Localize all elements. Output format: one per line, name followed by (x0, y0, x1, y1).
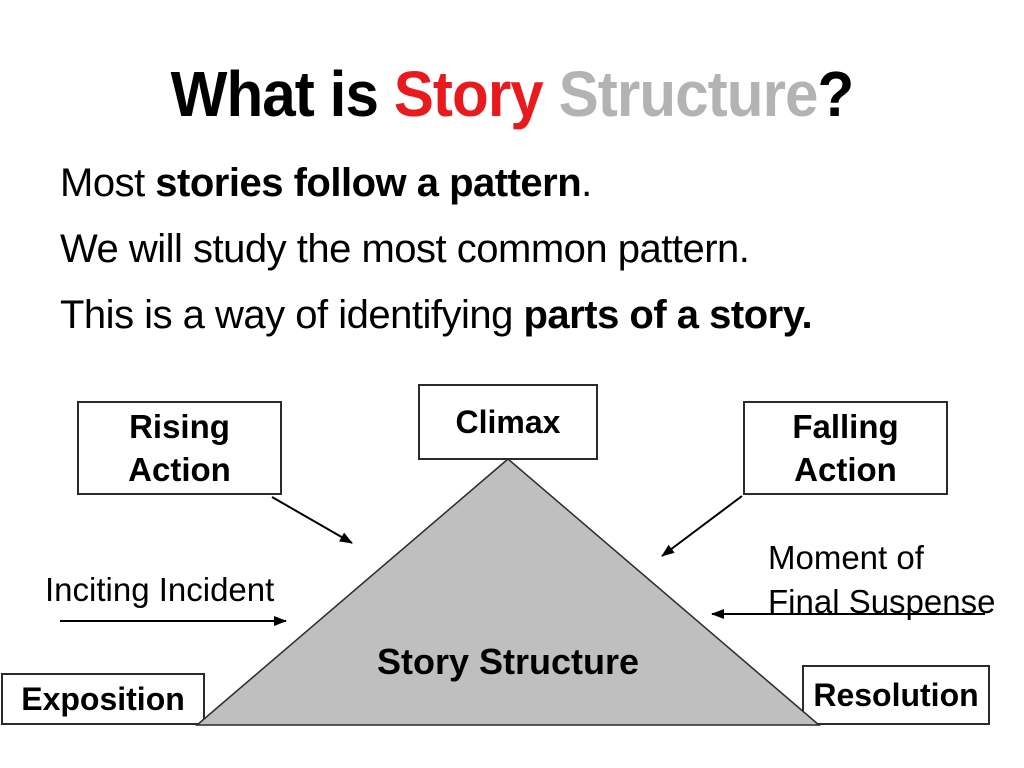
falling-action-label: Falling Action (792, 408, 899, 488)
page-title: What is Story Structure? (31, 52, 994, 136)
inciting-incident-label: Inciting Incident (45, 571, 275, 608)
story-structure-label: Story Structure (376, 641, 640, 682)
title-gray-part: Structure (542, 58, 819, 130)
exposition-label: Exposition (21, 680, 185, 717)
moment-of-final-suspense-label: Moment of Final Suspense (768, 539, 996, 620)
intro-line-1-bold: stories follow a pattern (155, 161, 582, 205)
rising-action-arrow (271, 496, 353, 544)
title-black-part: What is (170, 58, 394, 130)
rising-action-label: Rising Action (128, 408, 231, 488)
resolution-label: Resolution (813, 676, 979, 713)
title-red-part: Story (393, 58, 544, 130)
intro-text: Most stories follow a pattern. We will s… (60, 150, 990, 348)
intro-line-1: Most stories follow a pattern. (60, 150, 990, 216)
intro-line-3-lead: This is a way of identifying (60, 293, 524, 337)
climax-label: Climax (455, 403, 561, 440)
climax-box (418, 384, 598, 460)
falling-action-arrow (661, 495, 743, 557)
intro-line-2: We will study the most common pattern. (60, 216, 990, 282)
intro-line-1-lead: Most (60, 161, 156, 205)
intro-line-3: This is a way of identifying parts of a … (60, 282, 990, 348)
rising-action-box (77, 401, 282, 495)
story-structure-triangle (194, 458, 822, 726)
title-question-mark: ? (817, 58, 855, 130)
intro-line-1-tail: . (581, 161, 592, 205)
intro-line-3-bold: parts of a story. (523, 293, 813, 337)
intro-line-2-lead: We will study the most common pattern. (60, 227, 750, 271)
